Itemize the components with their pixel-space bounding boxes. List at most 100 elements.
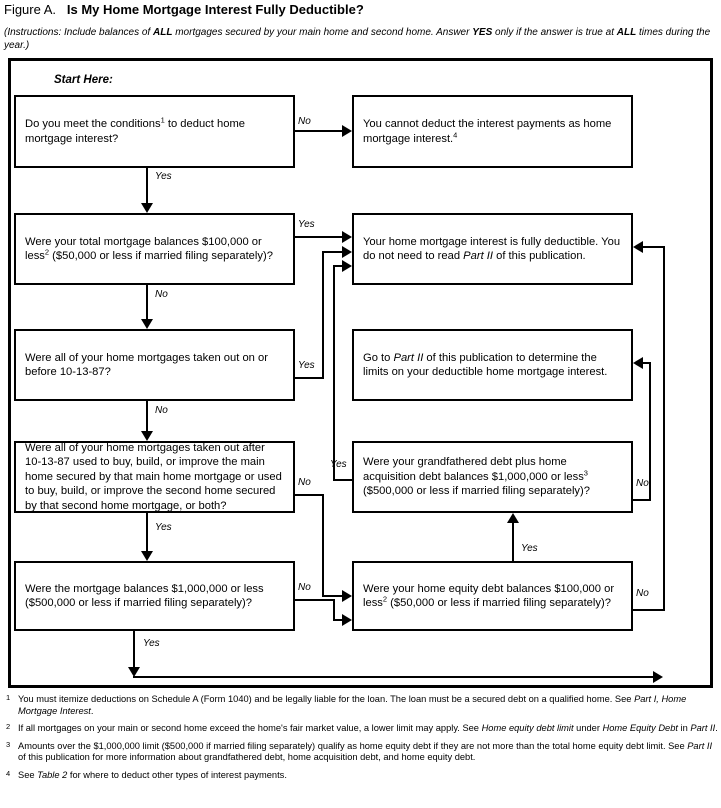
footnote-1-marker: 1 xyxy=(6,693,11,702)
footnote-4-marker: 4 xyxy=(6,768,11,778)
q7-text-a: Were your home equity debt balances $100… xyxy=(363,582,615,610)
edge-label-q1-no: No xyxy=(298,116,311,127)
edge-q6-no-line-h1 xyxy=(633,499,651,501)
result-cannot-deduct-footnote-ref: 4 xyxy=(453,129,458,139)
edge-q4-no-arrowhead xyxy=(342,590,352,602)
node-result-fully-deductible[interactable]: Your home mortgage interest is fully ded… xyxy=(352,213,633,285)
q6-text-b: ($500,000 or less if married filing sepa… xyxy=(363,485,590,498)
edge-q2-yes-arrowhead xyxy=(342,231,352,243)
edge-label-q3-no: No xyxy=(155,405,168,416)
node-q2-total-balances[interactable]: Were your total mortgage balances $100,0… xyxy=(14,213,295,285)
edge-q1-yes-arrowhead xyxy=(141,203,153,213)
edge-q5-yes-arrowhead-down xyxy=(128,667,140,677)
q7-footnote-ref: 2 xyxy=(382,594,388,604)
q6-text-a: Were your grandfathered debt plus home a… xyxy=(363,456,584,483)
edge-q7-no-line-v xyxy=(663,246,665,611)
node-q4-text: Were all of your home mortgages taken ou… xyxy=(16,441,293,514)
footnote-2-marker: 2 xyxy=(6,722,11,732)
edge-label-q4-yes: Yes xyxy=(330,459,347,470)
edge-label-q6-no: No xyxy=(636,478,649,489)
footnote-1-text-1: You must itemize deductions on Schedule … xyxy=(18,694,635,704)
edge-q1-yes-line xyxy=(146,168,148,205)
node-q7-home-equity-balances[interactable]: Were your home equity debt balances $100… xyxy=(352,561,633,631)
edge-q3-yes-line-h1 xyxy=(295,377,324,379)
node-q3-before-1987[interactable]: Were all of your home mortgages taken ou… xyxy=(14,329,295,401)
edge-label-q7-no: No xyxy=(636,588,649,599)
edge-q6-no-line-v xyxy=(649,362,651,501)
edge-q4-yes-line-v xyxy=(333,265,335,481)
q6-footnote-ref: 3 xyxy=(583,468,588,478)
edge-q7-no-line-h1 xyxy=(633,609,665,611)
edge-q3-yes-arrowhead xyxy=(342,246,352,258)
edge-q7-no-arrowhead xyxy=(633,241,643,253)
edge-label-q5-no: No xyxy=(298,582,311,593)
node-result-part-ii-text: Go to Part II of this publication to det… xyxy=(354,351,631,380)
q2-footnote-ref: 2 xyxy=(44,247,50,257)
node-result-cannot-deduct-text: You cannot deduct the interest payments … xyxy=(354,117,631,146)
edge-q5-no-arrowhead xyxy=(342,614,352,626)
edge-q5-no-line-h2 xyxy=(333,619,342,621)
edge-q4-yes-line-h1 xyxy=(333,479,354,481)
footnote-2-text-1: If all mortgages on your main or second … xyxy=(18,723,482,734)
result-partii-em: Part II xyxy=(393,351,424,364)
instructions-part-2: mortgages secured by your main home and … xyxy=(172,27,473,38)
edge-q4-no-line-h2 xyxy=(322,595,342,597)
q1-footnote-ref: 1 xyxy=(160,115,165,125)
edge-label-q2-yes: Yes xyxy=(298,219,315,230)
footnote-3-marker: 3 xyxy=(6,739,11,749)
footnote-1: 1 You must itemize deductions on Schedule… xyxy=(4,693,718,717)
footnote-2-em-2: Home Equity Debt xyxy=(602,723,678,734)
node-result-cannot-deduct[interactable]: You cannot deduct the interest payments … xyxy=(352,95,633,168)
edge-label-q2-no: No xyxy=(155,289,168,300)
node-q6-grandfathered-plus-acquisition[interactable]: Were your grandfathered debt plus home a… xyxy=(352,441,633,513)
footnote-3-text-2: of this publication for more information… xyxy=(18,752,476,763)
footnote-3-text-1: Amounts over the $1,000,000 limit ($500,… xyxy=(18,740,688,751)
figure-label: Figure A. xyxy=(4,2,57,17)
instructions-part-4: times during the year.) xyxy=(4,27,711,51)
node-result-go-to-part-ii[interactable]: Go to Part II of this publication to det… xyxy=(352,329,633,401)
q3-text: Were all of your home mortgages taken ou… xyxy=(25,351,268,379)
edge-q4-no-line-v xyxy=(322,494,324,597)
node-q4-after-1987-buy-build-improve[interactable]: Were all of your home mortgages taken ou… xyxy=(14,441,295,513)
edge-label-q1-yes: Yes xyxy=(155,171,172,182)
edge-q3-yes-line-h2 xyxy=(322,251,342,253)
instructions-all-1: ALL xyxy=(152,27,173,38)
q5-text: Were the mortgage balances $1,000,000 or… xyxy=(25,582,264,610)
edge-q4-yes-down-arrowhead xyxy=(141,551,153,561)
edge-q2-yes-line xyxy=(295,236,342,238)
edge-q3-no-line xyxy=(146,401,148,433)
footnote-3-em-1: Part II xyxy=(687,740,713,751)
edge-q5-yes-line-v xyxy=(133,631,135,671)
footnote-4-em-1: Table 2 xyxy=(37,769,68,780)
node-q1-meet-conditions[interactable]: Do you meet the conditions1 to deduct ho… xyxy=(14,95,295,168)
q4-text: Were all of your home mortgages taken ou… xyxy=(25,441,282,512)
footnote-2-text-3: in xyxy=(677,723,691,734)
edge-label-q5-yes: Yes xyxy=(143,638,160,649)
footnote-2-text-2: under xyxy=(573,723,603,734)
edge-q1-no-line xyxy=(295,130,342,132)
edge-q7-no-line-h2 xyxy=(643,246,665,248)
node-result-fully-deductible-text: Your home mortgage interest is fully ded… xyxy=(354,235,631,264)
node-q7-text: Were your home equity debt balances $100… xyxy=(354,582,631,611)
edge-label-q3-yes: Yes xyxy=(298,360,315,371)
edge-q2-no-arrowhead xyxy=(141,319,153,329)
instructions-all-2: ALL xyxy=(616,27,637,38)
edge-label-q6-yes: Yes xyxy=(521,543,538,554)
edge-label-q4-yes-down: Yes xyxy=(155,522,172,533)
instructions-part-1: (Instructions: Include balances of xyxy=(4,27,153,38)
footnote-4-text-1: See xyxy=(18,769,38,780)
node-q5-mortgage-balances-1m[interactable]: Were the mortgage balances $1,000,000 or… xyxy=(14,561,295,631)
edge-q4-no-line-h1 xyxy=(295,494,324,496)
q1-text-a: Do you meet the conditions xyxy=(25,118,161,130)
edge-q7-yes-arrowhead xyxy=(507,513,519,523)
footnote-2-text-4: . xyxy=(715,723,718,734)
edge-q3-yes-line-v xyxy=(322,251,324,379)
q1-text-b: to deduct home mortgage interest? xyxy=(25,118,245,145)
result-fully-text-a: Your home mortgage interest is fully ded… xyxy=(363,235,621,263)
footnote-3: 3 Amounts over the $1,000,000 limit ($500… xyxy=(4,739,718,764)
instructions: (Instructions: Include balances of ALL m… xyxy=(4,26,714,52)
q2-text-a: Were your total mortgage balances $100,0… xyxy=(25,235,262,263)
footnote-2-em-3: Part II xyxy=(690,723,716,734)
node-q1-text: Do you meet the conditions1 to deduct ho… xyxy=(16,115,293,146)
